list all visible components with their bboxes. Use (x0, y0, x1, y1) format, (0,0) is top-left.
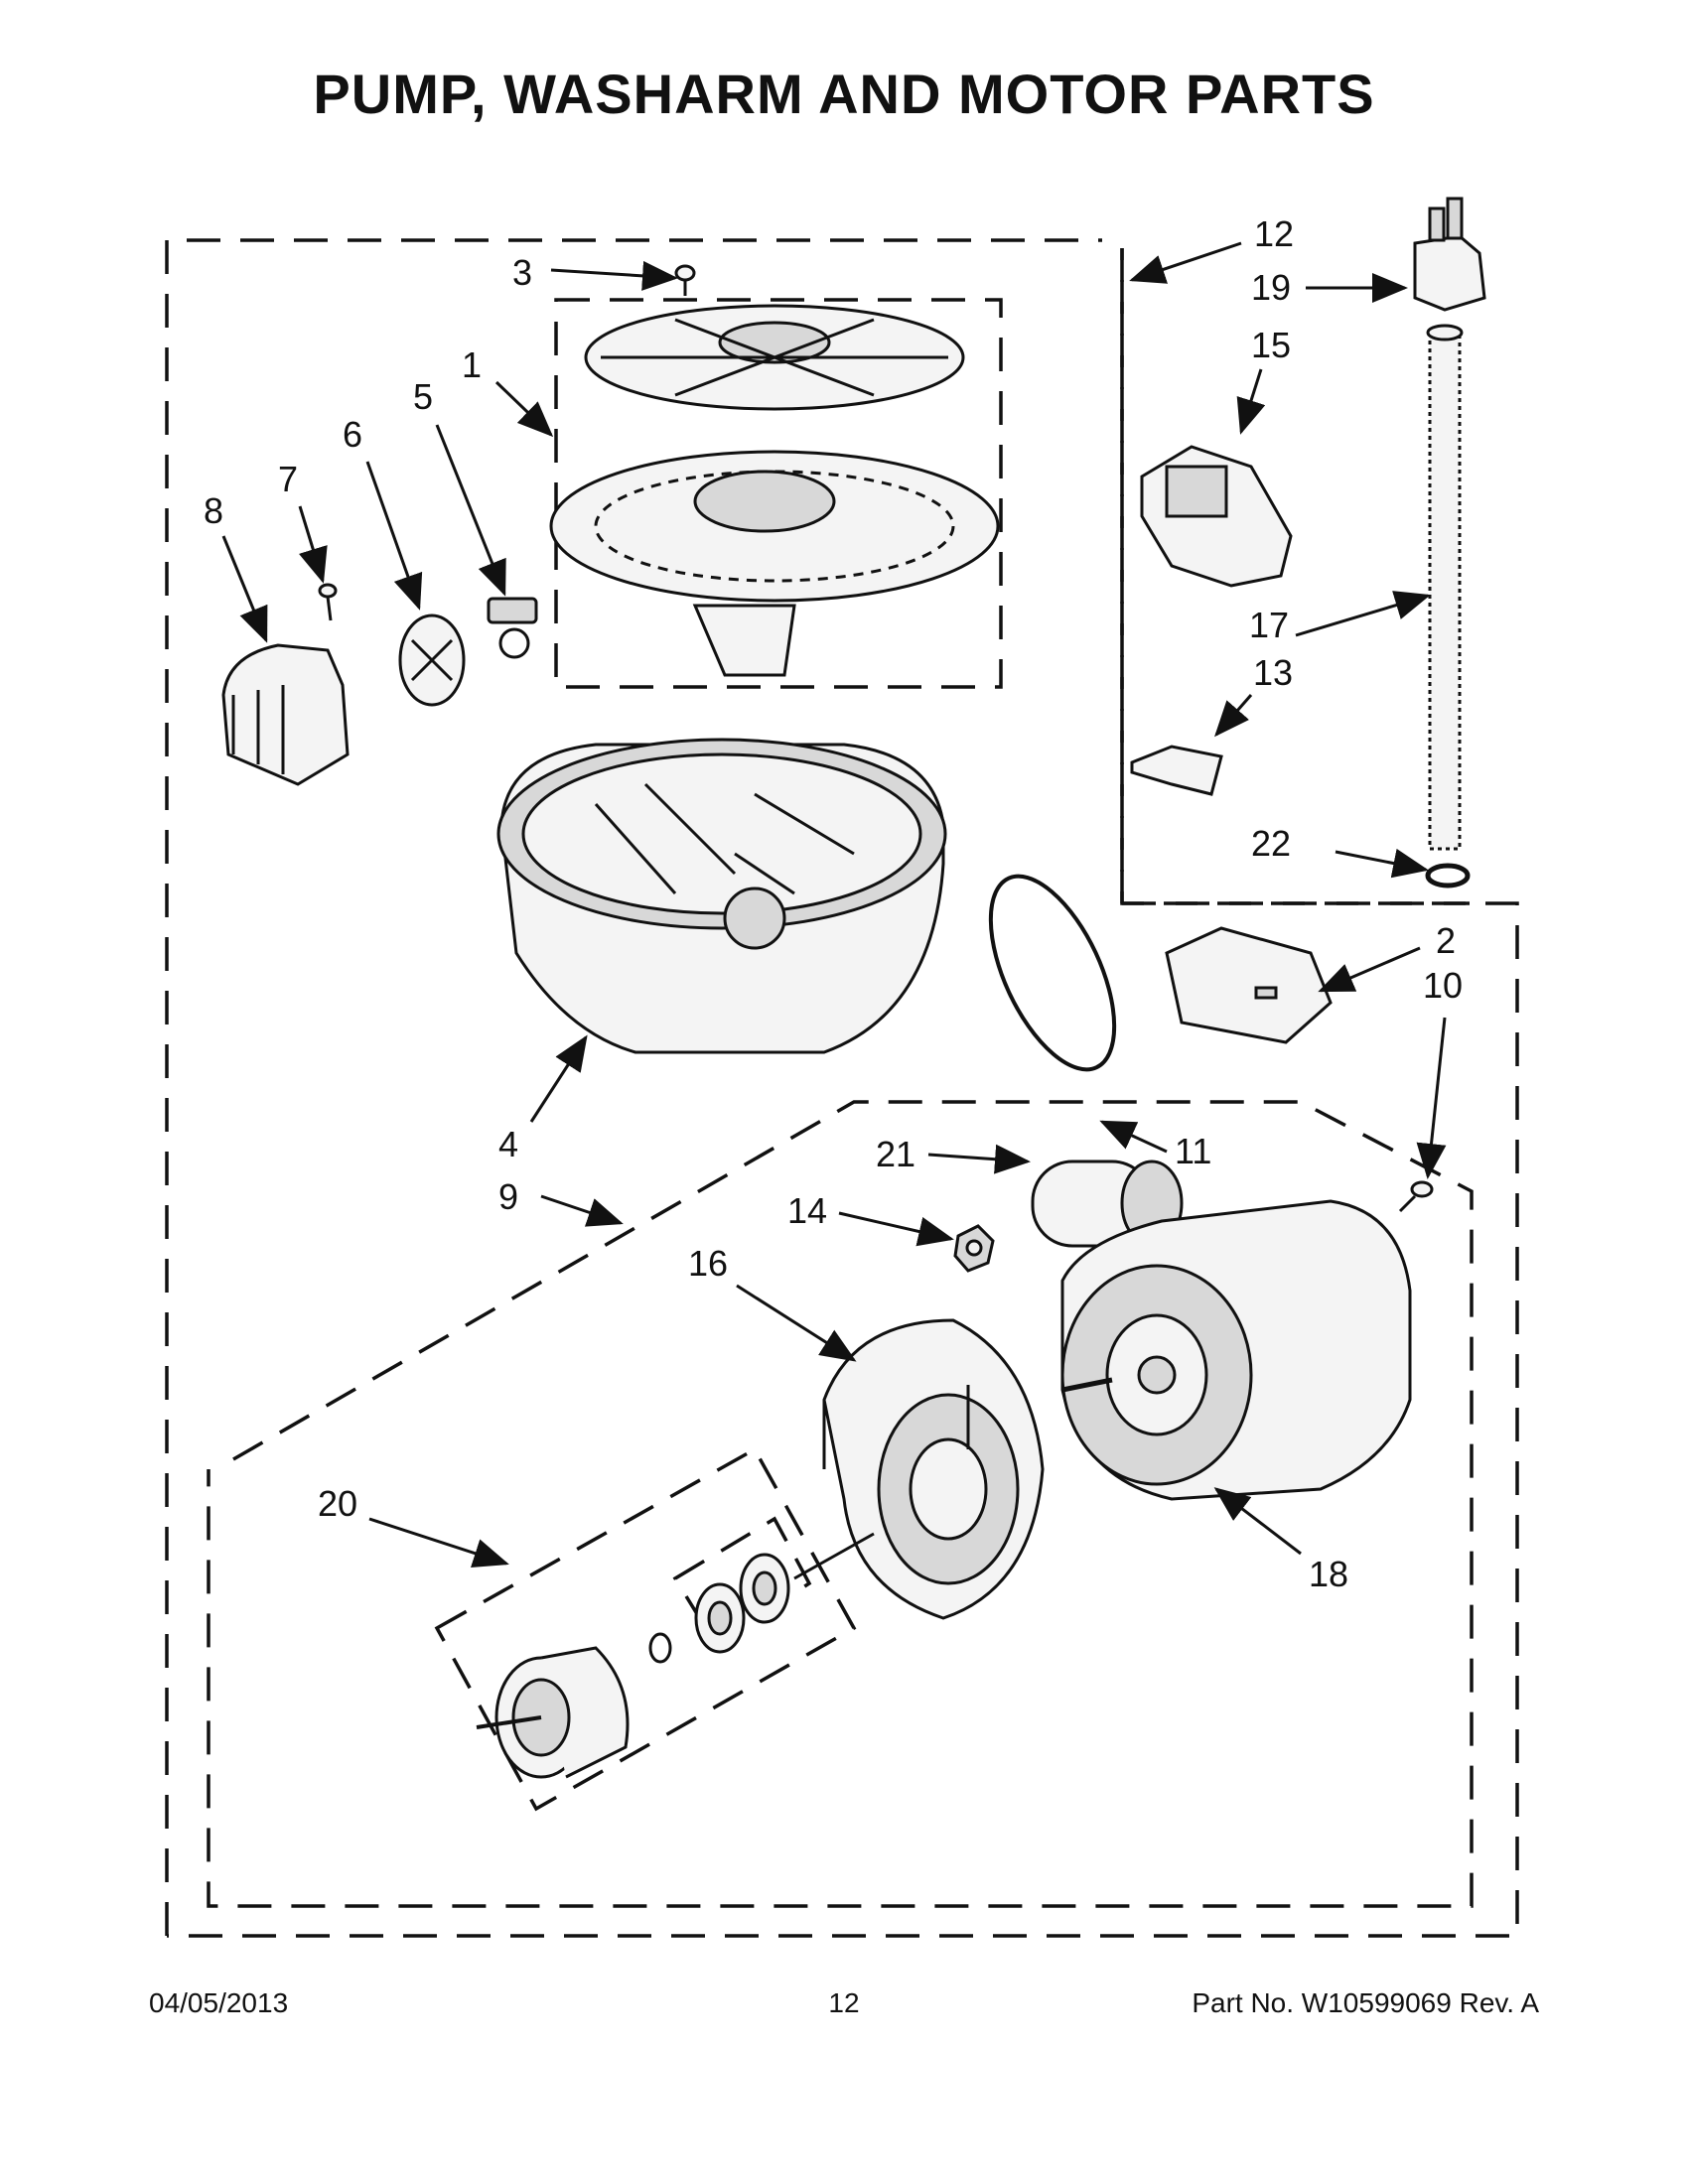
callout-18: 18 (1309, 1554, 1348, 1594)
callout-2: 2 (1436, 920, 1456, 961)
callout-19: 19 (1251, 267, 1291, 308)
pump-housing-part-16 (822, 1318, 1045, 1620)
leader-20 (368, 1517, 509, 1569)
footer-date: 04/05/2013 (149, 1987, 289, 2018)
leader-6 (365, 461, 423, 611)
impeller-part-20 (476, 1646, 630, 1779)
washarm-part-1 (549, 450, 1000, 677)
callout-22: 22 (1251, 823, 1291, 864)
seal-part (694, 1532, 875, 1654)
callout-7: 7 (278, 459, 298, 499)
callout-12: 12 (1254, 213, 1294, 254)
ring-part-11 (988, 874, 1117, 1072)
clamp-part-22 (1425, 863, 1471, 888)
leader-22 (1335, 848, 1429, 879)
sensor-part-19 (1413, 197, 1486, 312)
screw-part-3 (674, 264, 696, 296)
capacitor-part-21 (1031, 1160, 1184, 1248)
callout-15: 15 (1251, 325, 1291, 365)
leader-3 (550, 260, 678, 291)
leader-4 (529, 1034, 588, 1123)
cover-part-2 (1165, 926, 1333, 1044)
callout-13: 13 (1253, 652, 1293, 693)
leader-2 (1318, 946, 1421, 993)
leader-13 (1214, 694, 1253, 738)
seal-kit-outline (434, 1446, 857, 1812)
leader-12 (1129, 241, 1242, 284)
footer-page-number: 12 (828, 1987, 860, 2018)
leader-1 (494, 380, 554, 438)
leader-14 (838, 1211, 954, 1247)
leader-21 (927, 1144, 1031, 1174)
callout-3: 3 (512, 252, 532, 293)
screw-part-10 (1398, 1180, 1434, 1213)
leader-18 (1213, 1487, 1302, 1556)
o-ring-part (648, 1632, 672, 1664)
washarm-cover-part (584, 304, 965, 411)
callout-6: 6 (343, 414, 362, 455)
footer-part-number: Part No. W10599069 Rev. A (1192, 1987, 1539, 2018)
callout-10: 10 (1423, 965, 1463, 1006)
callout-1: 1 (462, 344, 482, 385)
leader-8 (221, 535, 268, 643)
callout-9: 9 (498, 1176, 518, 1217)
callout-17: 17 (1249, 605, 1289, 645)
callout-20: 20 (318, 1483, 357, 1524)
leader-15 (1236, 368, 1266, 435)
sump-part-4 (496, 738, 947, 1054)
motor-group-outline (207, 1100, 1474, 1908)
callout-5: 5 (413, 376, 433, 417)
leader-7 (298, 505, 328, 584)
callout-8: 8 (204, 490, 223, 531)
hose-part-17 (1426, 324, 1464, 851)
page-title: PUMP, WASHARM AND MOTOR PARTS (313, 63, 1375, 125)
screw-part-7 (318, 583, 338, 621)
chopper-part-6 (398, 614, 466, 707)
leader-11 (1099, 1120, 1168, 1154)
clip-part-5 (487, 597, 538, 659)
sensor-group-outline (1120, 248, 1470, 905)
leader-16 (736, 1284, 857, 1362)
leader-5 (435, 424, 506, 597)
leader-10 (1416, 1017, 1447, 1179)
valve-part-15 (1140, 445, 1293, 588)
callout-4: 4 (498, 1124, 518, 1164)
callout-21: 21 (876, 1134, 915, 1174)
bracket-part-13 (1130, 745, 1223, 796)
leader-9 (540, 1194, 624, 1227)
callout-16: 16 (688, 1243, 728, 1284)
cover-part-8 (221, 643, 350, 786)
washarm-group-outline (554, 298, 1003, 689)
nut-part-14 (953, 1224, 995, 1273)
callout-11: 11 (1175, 1131, 1211, 1171)
motor-part-18 (1060, 1199, 1412, 1501)
callout-14: 14 (787, 1190, 827, 1231)
leader-17 (1295, 591, 1431, 637)
